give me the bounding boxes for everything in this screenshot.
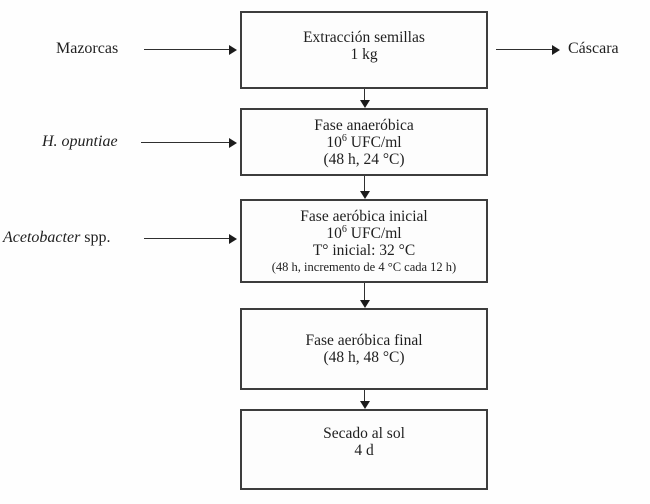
step-title: Fase aeróbica inicial	[300, 207, 428, 225]
arrow-line	[363, 89, 366, 102]
genus-name: Acetobacter	[3, 229, 81, 246]
connector-arrow-down-1	[358, 89, 371, 108]
concentration-exponent: 6	[341, 223, 347, 235]
step-title: Fase aeróbica final	[305, 332, 423, 349]
arrow-line	[363, 390, 366, 403]
arrow-down-icon	[359, 100, 370, 108]
connector-arrow-h-opuntiae	[141, 137, 237, 148]
arrow-right-icon	[229, 233, 237, 244]
arrow-right-icon	[229, 137, 237, 148]
input-label-acetobacter: Acetobacter spp.	[3, 228, 111, 247]
connector-arrow-mazorcas	[144, 44, 237, 55]
step-detail-conditions: (48 h, 24 °C)	[323, 150, 405, 168]
concentration-base: 10	[326, 224, 342, 242]
connector-arrow-cascara	[496, 44, 560, 55]
step-detail-concentration: 106 UFC/ml	[326, 132, 402, 151]
step-box-fase-aerobica-final: Fase aeróbica final (48 h, 48 °C)	[240, 308, 488, 390]
input-label-h-opuntiae: H. opuntiae	[42, 133, 118, 150]
concentration-unit: UFC/ml	[346, 224, 402, 242]
concentration-exponent: 6	[341, 132, 347, 144]
step-detail-quantity: 1 kg	[350, 46, 378, 63]
arrow-right-icon	[552, 44, 560, 55]
connector-arrow-down-4	[358, 390, 371, 409]
output-label-cascara: Cáscara	[568, 40, 619, 57]
step-detail-duration: 4 d	[354, 441, 374, 459]
connector-arrow-down-3	[358, 283, 371, 308]
concentration-unit: UFC/ml	[346, 133, 402, 151]
step-box-fase-anaerobica: Fase anaeróbica 106 UFC/ml (48 h, 24 °C)	[240, 108, 488, 176]
arrow-line	[363, 176, 366, 193]
step-box-fase-aerobica-inicial: Fase aeróbica inicial 106 UFC/ml T° inic…	[240, 199, 488, 283]
step-detail-concentration: 106 UFC/ml	[326, 223, 402, 242]
step-title: Secado al sol	[323, 424, 405, 442]
arrow-right-icon	[229, 44, 237, 55]
connector-arrow-down-2	[358, 176, 371, 199]
input-label-mazorcas: Mazorcas	[56, 40, 119, 57]
arrow-down-icon	[359, 401, 370, 409]
arrow-down-icon	[359, 191, 370, 199]
arrow-line	[144, 48, 230, 51]
step-title: Extracción semillas	[303, 29, 425, 46]
step-detail-conditions: (48 h, 48 °C)	[323, 349, 405, 366]
arrow-line	[144, 237, 230, 240]
step-detail-initial-temperature: T° inicial: 32 °C	[312, 241, 416, 259]
arrow-down-icon	[359, 300, 370, 308]
arrow-line	[496, 48, 553, 51]
arrow-line	[141, 141, 230, 144]
species-abbrev: spp.	[80, 229, 111, 246]
arrow-line	[363, 283, 366, 302]
step-title: Fase anaeróbica	[314, 116, 414, 134]
step-detail-conditions: (48 h, incremento de 4 °C cada 12 h)	[271, 259, 457, 274]
connector-arrow-acetobacter	[144, 233, 237, 244]
concentration-base: 10	[326, 133, 342, 151]
step-box-extraccion-semillas: Extracción semillas 1 kg	[240, 11, 488, 89]
step-box-secado-al-sol: Secado al sol 4 d	[240, 409, 488, 490]
